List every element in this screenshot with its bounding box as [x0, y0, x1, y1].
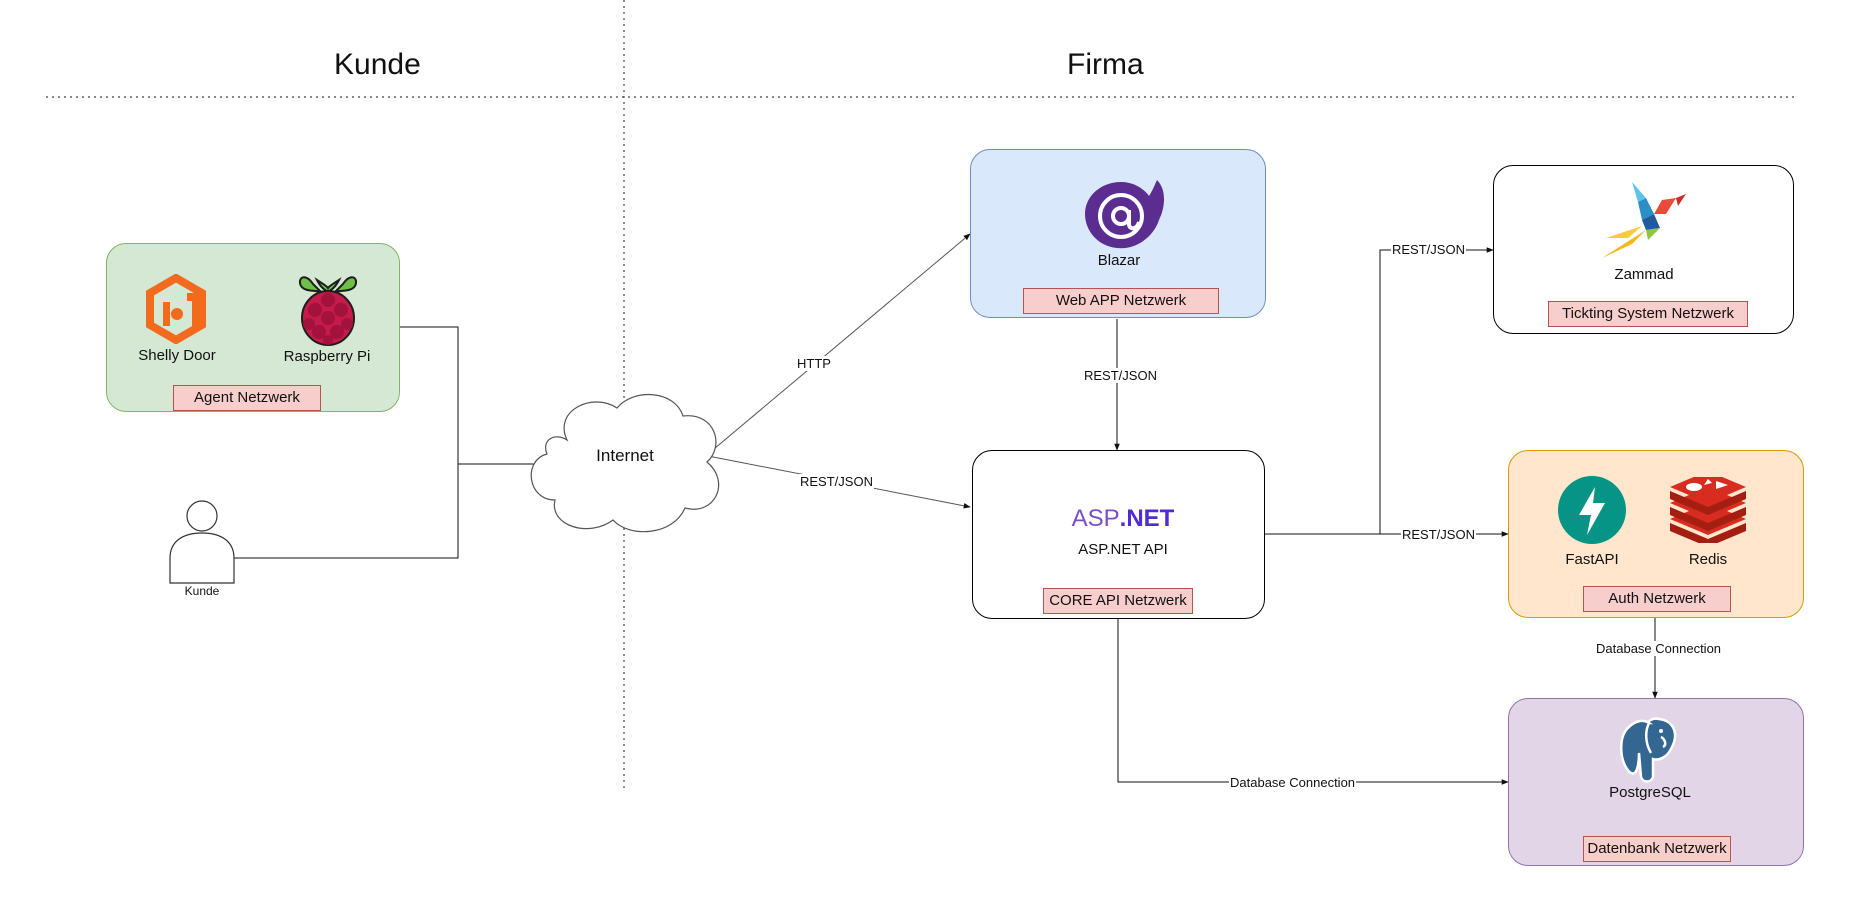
edge-internet-webapp	[707, 233, 971, 455]
blazor-icon	[1085, 180, 1164, 249]
internet-label: Internet	[596, 446, 654, 465]
badge-core-api-netzwerk: CORE API Netzwerk	[1043, 588, 1193, 614]
internet-cloud-icon[interactable]	[525, 388, 730, 538]
raspberry-pi-icon	[299, 276, 357, 346]
badge-datenbank-netzwerk: Datenbank Netzwerk	[1583, 836, 1731, 862]
node-label-zammad: Zammad	[1614, 266, 1674, 283]
group-auth-netzwerk[interactable]: FastAPI Redis Auth Netzwerk	[1508, 450, 1804, 618]
aspnet-logo-bold: .NET	[1119, 505, 1175, 532]
edge-core-db	[1117, 618, 1509, 785]
group-datenbank-netzwerk[interactable]: PostgreSQL Datenbank Netzwerk	[1508, 698, 1804, 866]
badge-agent-netzwerk: Agent Netzwerk	[173, 385, 321, 411]
node-label-redis: Redis	[1688, 551, 1728, 568]
node-label-blazor: Blazar	[1097, 252, 1141, 269]
section-title-kunde: Kunde	[334, 48, 421, 81]
postgresql-elephant-icon	[1620, 717, 1677, 783]
node-label-postgres: PostgreSQL	[1609, 784, 1691, 801]
badge-ticketing-netzwerk: Tickting System Netzwerk	[1548, 301, 1748, 327]
badge-auth-netzwerk: Auth Netzwerk	[1583, 586, 1731, 612]
group-agent-netzwerk[interactable]: Shelly Door Raspberry Pi Agent Netzwerk	[106, 243, 400, 412]
zammad-bird-icon	[1602, 182, 1686, 258]
node-label-fastapi: FastAPI	[1565, 551, 1619, 568]
node-label-shelly: Shelly Door	[138, 347, 216, 364]
group-ticketing-netzwerk[interactable]: Zammad Tickting System Netzwerk	[1493, 165, 1794, 334]
section-title-firma: Firma	[1067, 48, 1144, 81]
aspnet-logo-light: ASP	[1071, 505, 1120, 532]
edge-label-http: HTTP	[796, 356, 832, 371]
user-actor-icon[interactable]	[168, 500, 236, 584]
group-webapp-netzwerk[interactable]: Blazar Web APP Netzwerk	[970, 149, 1266, 318]
node-label-raspberry: Raspberry Pi	[283, 348, 371, 365]
edge-agent-internet	[400, 326, 551, 467]
edge-kunde-internet	[233, 464, 459, 559]
redis-icon	[1670, 477, 1746, 543]
badge-webapp-netzwerk: Web APP Netzwerk	[1023, 288, 1219, 314]
fastapi-icon	[1558, 476, 1626, 544]
edge-label-core-auth: REST/JSON	[1401, 527, 1476, 542]
edge-label-auth-db: Database Connection	[1595, 641, 1723, 656]
node-label-aspnet: ASP.NET API	[1078, 541, 1168, 558]
actor-label-kunde: Kunde	[184, 584, 220, 598]
edge-label-core-zammad: REST/JSON	[1391, 242, 1466, 257]
shelly-iot-icon	[146, 274, 206, 344]
edge-label-internet-core: REST/JSON	[799, 474, 874, 489]
edge-label-webapp-core: REST/JSON	[1083, 368, 1158, 383]
group-core-api-netzwerk[interactable]: ASP.NET ASP.NET API CORE API Netzwerk	[972, 450, 1265, 619]
edge-core-zammad	[1263, 247, 1494, 535]
aspnet-logo: ASP.NET	[1068, 505, 1178, 533]
edge-label-core-db: Database Connection	[1229, 775, 1357, 790]
